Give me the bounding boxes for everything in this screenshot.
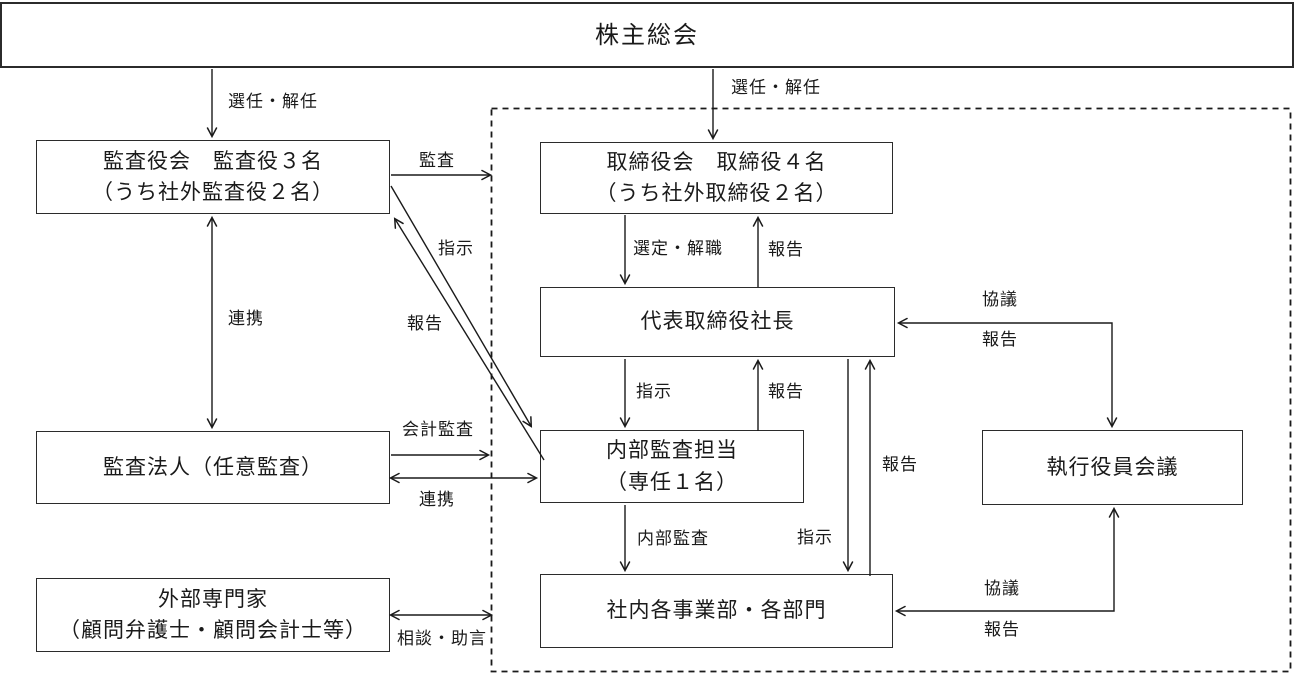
arrow-instruction-diagonal <box>390 185 533 428</box>
label-report-to-president: 報告 <box>768 382 804 402</box>
box-board-of-directors: 取締役会 取締役４名 （うち社外取締役２名） <box>540 142 893 214</box>
label-select-dismiss: 選定・解職 <box>633 239 723 259</box>
internal-audit-line2: （専任１名） <box>606 469 738 494</box>
label-appoint-dismiss-right: 選任・解任 <box>731 78 821 98</box>
box-internal-divisions: 社内各事業部・各部門 <box>540 574 893 648</box>
internal-audit-line1: 内部監査担当 <box>606 438 738 462</box>
external-experts-line2: （顧問弁護士・顧問会計士等） <box>59 618 367 642</box>
shareholders-label: 株主総会 <box>595 21 699 49</box>
audit-board-line1: 監査役会 監査役３名 <box>103 148 323 173</box>
audit-firm-label: 監査法人（任意監査） <box>103 454 323 479</box>
label-instruction-divisions: 指示 <box>797 528 833 548</box>
label-consultation-divisions-exec: 協議 <box>984 579 1020 599</box>
box-internal-audit: 内部監査担当 （専任１名） <box>540 430 804 503</box>
label-cooperation-left: 連携 <box>228 309 264 329</box>
audit-board-line2: （うち社外監査役２名） <box>92 180 334 204</box>
box-executive-officers-meeting: 執行役員会議 <box>982 430 1243 505</box>
label-report-to-board: 報告 <box>768 240 804 260</box>
label-report-diagonal: 報告 <box>407 314 443 334</box>
label-accounting-audit: 会計監査 <box>402 420 474 440</box>
label-consultation-advice: 相談・助言 <box>397 629 487 649</box>
label-consultation-president-exec: 協議 <box>982 290 1018 310</box>
board-line1: 取締役会 取締役４名 <box>606 149 827 174</box>
label-appoint-dismiss-left: 選任・解任 <box>228 92 318 112</box>
label-report-divisions: 報告 <box>882 455 918 475</box>
box-president: 代表取締役社長 <box>540 287 895 357</box>
internal-divisions-label: 社内各事業部・各部門 <box>606 598 827 623</box>
label-report-divisions-exec: 報告 <box>984 620 1020 640</box>
board-line2: （うち社外取締役２名） <box>595 181 838 205</box>
box-shareholders: 株主総会 <box>0 2 1294 68</box>
box-external-experts: 外部専門家 （顧問弁護士・顧問会計士等） <box>36 578 390 652</box>
label-report-president-exec: 報告 <box>982 330 1018 350</box>
label-audit: 監査 <box>419 151 455 171</box>
label-cooperation-firm: 連携 <box>419 490 455 510</box>
label-internal-audit: 内部監査 <box>637 529 709 549</box>
box-audit-firm: 監査法人（任意監査） <box>36 431 390 504</box>
box-audit-board: 監査役会 監査役３名 （うち社外監査役２名） <box>36 140 390 214</box>
external-experts-line1: 外部専門家 <box>158 586 268 611</box>
executive-meeting-label: 執行役員会議 <box>1046 454 1179 479</box>
label-instruction-internal-audit: 指示 <box>636 382 672 402</box>
label-instruction-diagonal: 指示 <box>438 239 474 259</box>
president-label: 代表取締役社長 <box>640 309 795 334</box>
